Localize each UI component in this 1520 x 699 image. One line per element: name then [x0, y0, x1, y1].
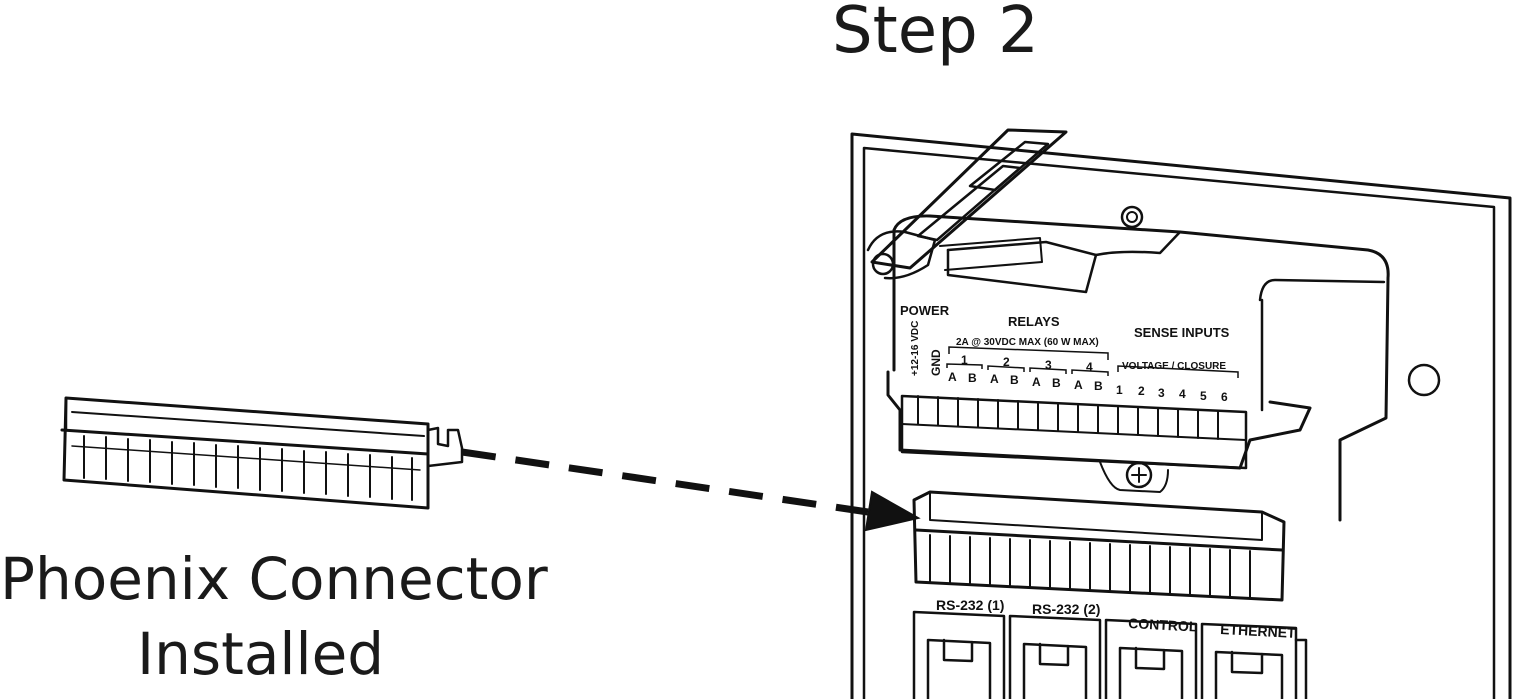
label-power: POWER	[900, 303, 950, 318]
relay-pin: B	[968, 371, 977, 385]
sense-number: 1	[1116, 383, 1123, 397]
arrow-head-icon	[864, 490, 921, 532]
label-gnd: GND	[929, 349, 943, 376]
wall-plate-inner-edge	[862, 146, 1496, 699]
screw-center	[1125, 461, 1153, 489]
board-header	[900, 394, 1248, 470]
relay-pin: B	[1010, 373, 1019, 387]
label-relay-rating: 2A @ 30VDC MAX (60 W MAX)	[956, 337, 1099, 348]
label-vdc: +12-16 VDC	[910, 321, 921, 376]
relay-number-2: 2	[1003, 355, 1010, 369]
relay-pin: B	[1052, 376, 1061, 390]
sense-number: 3	[1158, 386, 1165, 400]
step-title: Step 2	[832, 0, 1039, 68]
phoenix-connector-tabs	[426, 426, 464, 468]
port-label-ethernet: ETHERNET	[1220, 621, 1297, 641]
relay-pin: A	[1074, 378, 1083, 392]
relay-pin: A	[1032, 375, 1041, 389]
label-sense-inputs: SENSE INPUTS	[1134, 325, 1230, 340]
board-header-slots	[901, 395, 1247, 441]
relay-number-3: 3	[1045, 358, 1052, 372]
port-label-rs232-2: RS-232 (2)	[1032, 601, 1100, 617]
port-label-control: CONTROL	[1128, 615, 1198, 635]
relay-pin: B	[1094, 379, 1103, 393]
connector-caption-line1: Phoenix Connector	[0, 545, 548, 613]
sense-number: 6	[1221, 390, 1228, 404]
latch-lever	[870, 128, 1068, 270]
mounting-hole	[1407, 363, 1441, 397]
port-housings	[912, 610, 1308, 699]
wall-plate	[850, 132, 1512, 699]
label-relays: RELAYS	[1008, 314, 1060, 329]
port-label-rs232-1: RS-232 (1)	[936, 597, 1004, 613]
sense-number: 4	[1179, 387, 1186, 401]
phoenix-connector	[62, 396, 430, 510]
label-voltage-closure: VOLTAGE / CLOSURE	[1122, 361, 1226, 372]
relay-number-1: 1	[961, 353, 968, 367]
relay-pin: A	[948, 370, 957, 384]
relay-pin: A	[990, 372, 999, 386]
relay-number-4: 4	[1086, 360, 1093, 374]
sense-number: 2	[1138, 384, 1145, 398]
sense-number: 5	[1200, 389, 1207, 403]
phoenix-connector-pins	[71, 435, 421, 501]
screw-top	[1120, 205, 1144, 229]
connector-caption-line2: Installed	[137, 620, 385, 688]
module-housing	[892, 214, 1390, 522]
installed-connector-pins	[929, 534, 1251, 599]
insertion-arrow	[461, 448, 869, 516]
